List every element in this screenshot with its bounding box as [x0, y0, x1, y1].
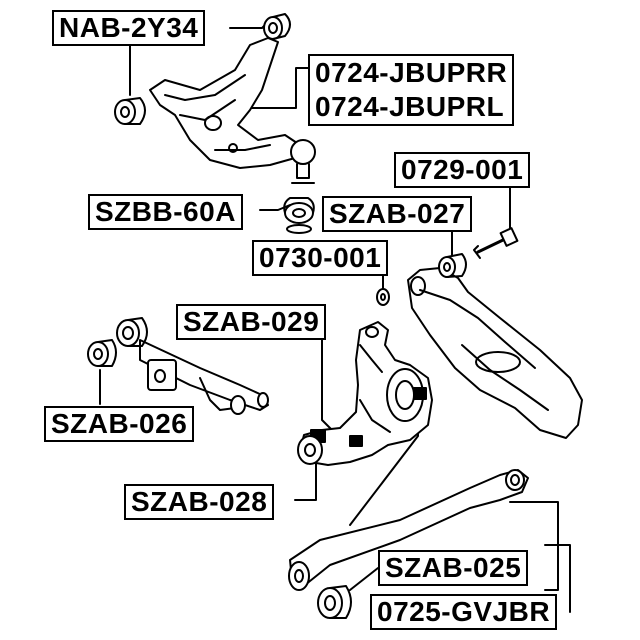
bushing-nab-2y34-top	[263, 13, 291, 40]
ball-joint-boot-szbb-60a	[283, 197, 315, 234]
bushing-szab-026-large	[116, 317, 148, 347]
bushing-szab-027	[438, 253, 467, 278]
label-0724-jbuprl-text: 0724-JBUPRL	[315, 91, 505, 122]
bushing-szab-026-small	[87, 339, 117, 367]
label-nab-2y34-text: NAB-2Y34	[59, 12, 199, 43]
label-szab-028-text: SZAB-028	[131, 486, 268, 517]
label-nab-2y34: NAB-2Y34	[52, 10, 206, 46]
bushing-nab-2y34-left	[114, 97, 146, 125]
bushing-szab-028	[297, 429, 326, 465]
label-0724-jbuprr-text: 0724-JBUPRR	[315, 57, 508, 88]
label-szab-029-text: SZAB-029	[183, 306, 320, 337]
label-szab-027-text: SZAB-027	[329, 198, 466, 229]
bushing-szab-025	[317, 585, 352, 619]
label-szab-027: SZAB-027	[322, 196, 473, 232]
bolt-0729-001	[473, 227, 519, 259]
label-szab-029: SZAB-029	[176, 304, 327, 340]
bushing-knuckle-upper	[413, 387, 427, 400]
label-szab-026: SZAB-026	[44, 406, 195, 442]
bushing-szab-029	[349, 435, 363, 447]
lower-control-arm	[407, 267, 583, 439]
label-0724-jbuprr-jbuprl: 0724-JBUPRR 0724-JBUPRL	[308, 54, 515, 126]
label-szab-025-text: SZAB-025	[385, 552, 522, 583]
label-0729-001-text: 0729-001	[401, 154, 524, 185]
label-0725-gvjbr-text: 0725-GVJBR	[377, 596, 551, 627]
label-szbb-60a: SZBB-60A	[88, 194, 243, 230]
label-0725-gvjbr: 0725-GVJBR	[370, 594, 558, 630]
label-0730-001: 0730-001	[252, 240, 389, 276]
label-szab-026-text: SZAB-026	[51, 408, 188, 439]
steering-knuckle	[299, 321, 433, 466]
upper-control-arm	[149, 37, 316, 184]
label-szab-028: SZAB-028	[124, 484, 275, 520]
lateral-link	[288, 469, 529, 591]
trailing-arm	[139, 339, 269, 415]
label-szab-025: SZAB-025	[378, 550, 529, 586]
washer-0730-001	[376, 288, 390, 306]
label-0730-001-text: 0730-001	[259, 242, 382, 273]
label-szbb-60a-text: SZBB-60A	[95, 196, 236, 227]
label-0729-001: 0729-001	[394, 152, 531, 188]
